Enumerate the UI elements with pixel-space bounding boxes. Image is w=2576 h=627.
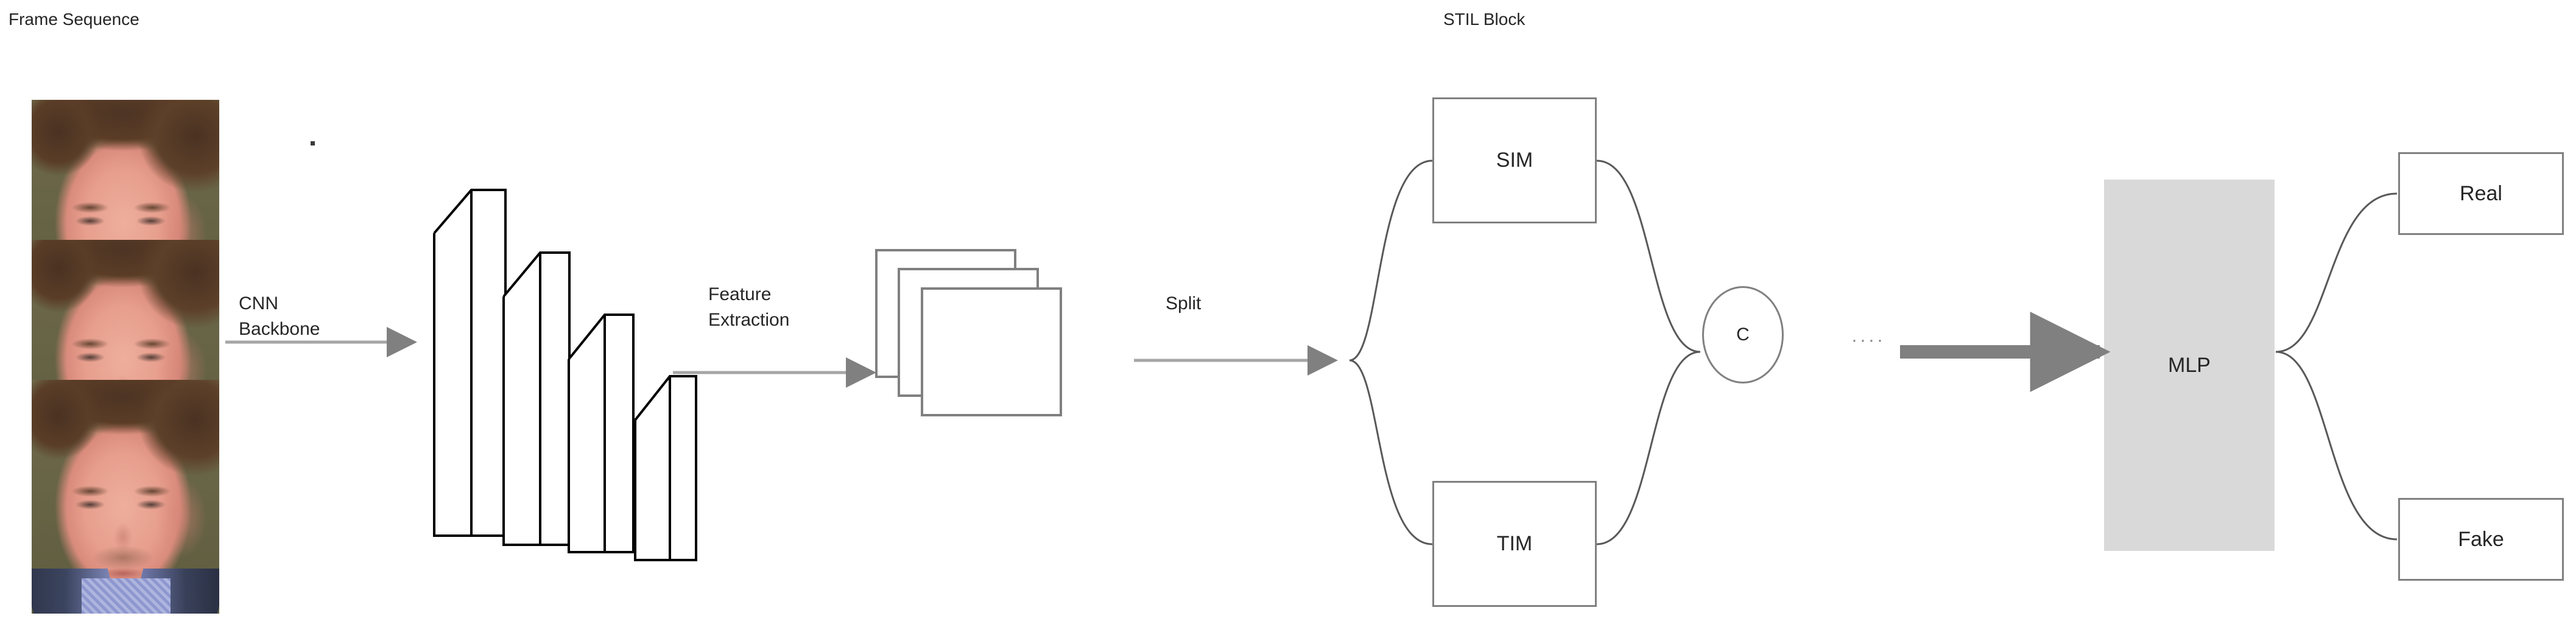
connector-tim-to-concat [1596,351,1701,545]
connector-mlp-to-real [2275,192,2398,353]
face-render [32,380,219,614]
cnn-backbone-label-line1: CNN [239,293,278,314]
tim-label: TIM [1496,532,1533,555]
fake-output-box[interactable]: Fake [2398,498,2564,581]
ellipsis-marker: ···· [1851,330,1885,350]
frame-image-1 [32,100,219,240]
connector-sim-to-concat [1596,159,1701,353]
feature-extraction-label-line2: Extraction [708,310,790,330]
mlp-box[interactable]: MLP [2104,180,2275,551]
frame-image-2 [32,240,219,380]
connector-split-to-sim [1349,159,1433,362]
shirt-pattern [82,578,171,614]
sim-label: SIM [1496,149,1533,172]
cnn-slab-1 [433,189,507,537]
split-label: Split [1166,293,1202,314]
connector-mlp-to-fake [2275,351,2398,541]
cnn-slab-3 [568,314,635,553]
cnn-slab-2 [502,251,571,546]
frame-sequence-stack [32,100,219,614]
feature-map-front [921,287,1062,416]
real-output-box[interactable]: Real [2398,152,2564,235]
frame-sequence-title: Frame Sequence [9,10,139,29]
face-render [32,240,219,380]
tim-module-box[interactable]: TIM [1432,481,1597,607]
face-render [32,100,219,240]
feature-extraction-label-line1: Feature [708,284,772,304]
cnn-backbone-label-line2: Backbone [239,319,320,339]
cnn-slab-4 [634,375,697,561]
stray-dot-mark [311,141,315,145]
stil-block-title: STIL Block [1443,10,1526,29]
real-label: Real [2460,181,2502,205]
frame-image-3 [32,380,219,614]
concat-node[interactable]: C [1702,286,1784,384]
fake-label: Fake [2458,527,2504,551]
sim-module-box[interactable]: SIM [1432,97,1597,223]
concat-label: C [1736,324,1750,345]
connector-split-to-tim [1349,359,1433,545]
mlp-label: MLP [2168,353,2211,377]
